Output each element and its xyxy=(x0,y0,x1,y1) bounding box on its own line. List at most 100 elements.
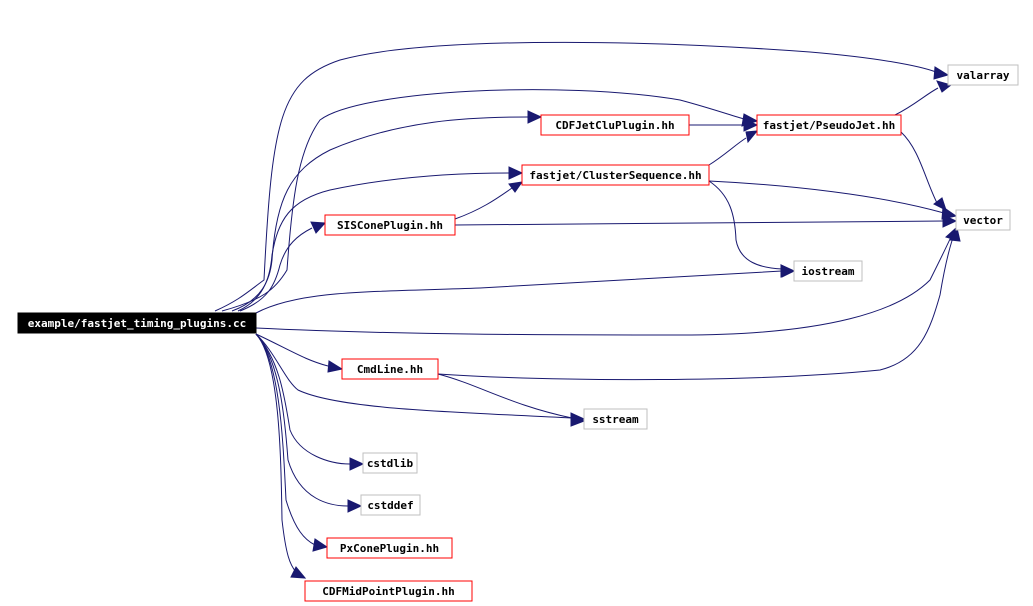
edge-line xyxy=(708,180,945,214)
edge-line xyxy=(255,229,955,336)
edge-cdfjetclu-to-pseudojet xyxy=(689,118,759,132)
node-box xyxy=(955,209,1011,231)
node-cmdline[interactable]: CmdLine.hh xyxy=(341,358,439,380)
edge-line xyxy=(255,333,316,546)
arrowhead xyxy=(327,360,344,373)
nodes-layer: example/fastjet_timing_plugins.cc valarra… xyxy=(17,64,1019,602)
node-siscone[interactable]: SISConePlugin.hh xyxy=(324,214,456,236)
node-box xyxy=(304,580,473,602)
node-pseudojet[interactable]: fastjet/PseudoJet.hh xyxy=(756,114,902,136)
edge-root-to-cdfjetclu xyxy=(231,110,543,312)
node-cdfmidpoint[interactable]: CDFMidPointPlugin.hh xyxy=(304,580,473,602)
edge-line xyxy=(454,220,945,226)
edge-clusterseq-to-vector xyxy=(708,180,958,220)
node-box xyxy=(324,214,456,236)
node-valarray: valarray xyxy=(947,64,1019,86)
edge-line xyxy=(708,137,747,166)
edge-pseudojet-to-vector xyxy=(900,131,947,211)
edge-line xyxy=(221,89,745,312)
node-label: SISConePlugin.hh xyxy=(337,219,443,232)
edge-siscone-to-clusterseq xyxy=(454,181,524,220)
node-box xyxy=(756,114,902,136)
node-label: valarray xyxy=(957,69,1010,82)
edge-line xyxy=(237,172,511,312)
edge-line xyxy=(231,116,529,312)
edge-line xyxy=(255,333,351,465)
node-label: cstddef xyxy=(367,499,413,512)
arrowhead xyxy=(347,499,363,513)
edge-root-to-siscone xyxy=(239,221,327,312)
edges-layer xyxy=(214,41,961,579)
node-label: CDFMidPointPlugin.hh xyxy=(322,585,454,598)
node-sstream: sstream xyxy=(583,408,648,430)
edge-root-to-pxcone xyxy=(255,333,329,552)
arrowhead xyxy=(933,66,950,80)
node-root[interactable]: example/fastjet_timing_plugins.cc xyxy=(17,312,257,334)
edge-line xyxy=(900,131,939,206)
node-iostream: iostream xyxy=(793,260,863,282)
node-box xyxy=(540,114,690,136)
edge-root-to-cdfmidpoint xyxy=(255,333,307,579)
node-clusterseq[interactable]: fastjet/ClusterSequence.hh xyxy=(521,164,710,186)
edge-line xyxy=(239,227,313,312)
edge-line xyxy=(214,41,937,312)
arrowhead xyxy=(312,538,329,552)
node-cdfjetclu[interactable]: CDFJetCluPlugin.hh xyxy=(540,114,690,136)
node-box xyxy=(362,452,418,474)
edge-line xyxy=(454,187,513,220)
node-box xyxy=(583,408,648,430)
edge-root-to-cstddef xyxy=(255,333,363,513)
arrowhead xyxy=(780,264,796,278)
edge-root-to-clusterseq xyxy=(237,166,524,312)
edge-line xyxy=(894,87,939,116)
arrowhead xyxy=(949,226,961,242)
node-box xyxy=(947,64,1019,86)
edge-line xyxy=(708,180,783,270)
node-box xyxy=(521,164,710,186)
node-label: CDFJetCluPlugin.hh xyxy=(555,119,674,132)
arrowhead xyxy=(349,457,365,471)
node-box xyxy=(326,537,453,559)
node-label: vector xyxy=(963,214,1003,227)
edge-cmdline-to-sstream xyxy=(437,373,586,427)
node-cstdlib: cstdlib xyxy=(362,452,418,474)
node-label: cstdlib xyxy=(367,457,414,470)
arrowhead xyxy=(527,110,543,124)
edge-line xyxy=(437,231,956,381)
node-label: CmdLine.hh xyxy=(357,363,423,376)
edge-root-to-cstdlib xyxy=(255,333,365,471)
node-label: iostream xyxy=(802,265,855,278)
node-box xyxy=(360,494,421,516)
edge-line xyxy=(255,333,297,573)
arrowhead xyxy=(290,566,307,579)
arrowhead xyxy=(936,80,953,93)
arrowhead xyxy=(508,181,524,193)
node-label: example/fastjet_timing_plugins.cc xyxy=(28,317,247,330)
arrowhead xyxy=(570,413,586,427)
arrowhead xyxy=(310,221,327,234)
edge-line xyxy=(437,373,573,419)
edge-line xyxy=(255,333,573,419)
arrowhead xyxy=(942,214,958,228)
node-box xyxy=(341,358,439,380)
node-cstddef: cstddef xyxy=(360,494,421,516)
edge-line xyxy=(255,333,329,367)
node-box xyxy=(17,312,257,334)
edge-line xyxy=(255,333,349,507)
edge-root-to-iostream xyxy=(255,264,796,314)
edge-root-to-cmdline xyxy=(255,333,344,373)
arrowhead xyxy=(745,130,759,144)
edge-root-to-valarray xyxy=(214,41,950,312)
node-box xyxy=(793,260,863,282)
node-label: fastjet/ClusterSequence.hh xyxy=(529,169,701,182)
node-label: PxConePlugin.hh xyxy=(340,542,439,555)
edge-clusterseq-to-pseudojet xyxy=(708,130,759,166)
edge-line xyxy=(255,270,783,314)
edge-clusterseq-to-iostream xyxy=(708,180,796,278)
node-label: fastjet/PseudoJet.hh xyxy=(763,119,895,132)
node-vector: vector xyxy=(955,209,1011,231)
arrowhead xyxy=(743,118,759,132)
arrowhead xyxy=(508,166,524,180)
node-pxcone[interactable]: PxConePlugin.hh xyxy=(326,537,453,559)
